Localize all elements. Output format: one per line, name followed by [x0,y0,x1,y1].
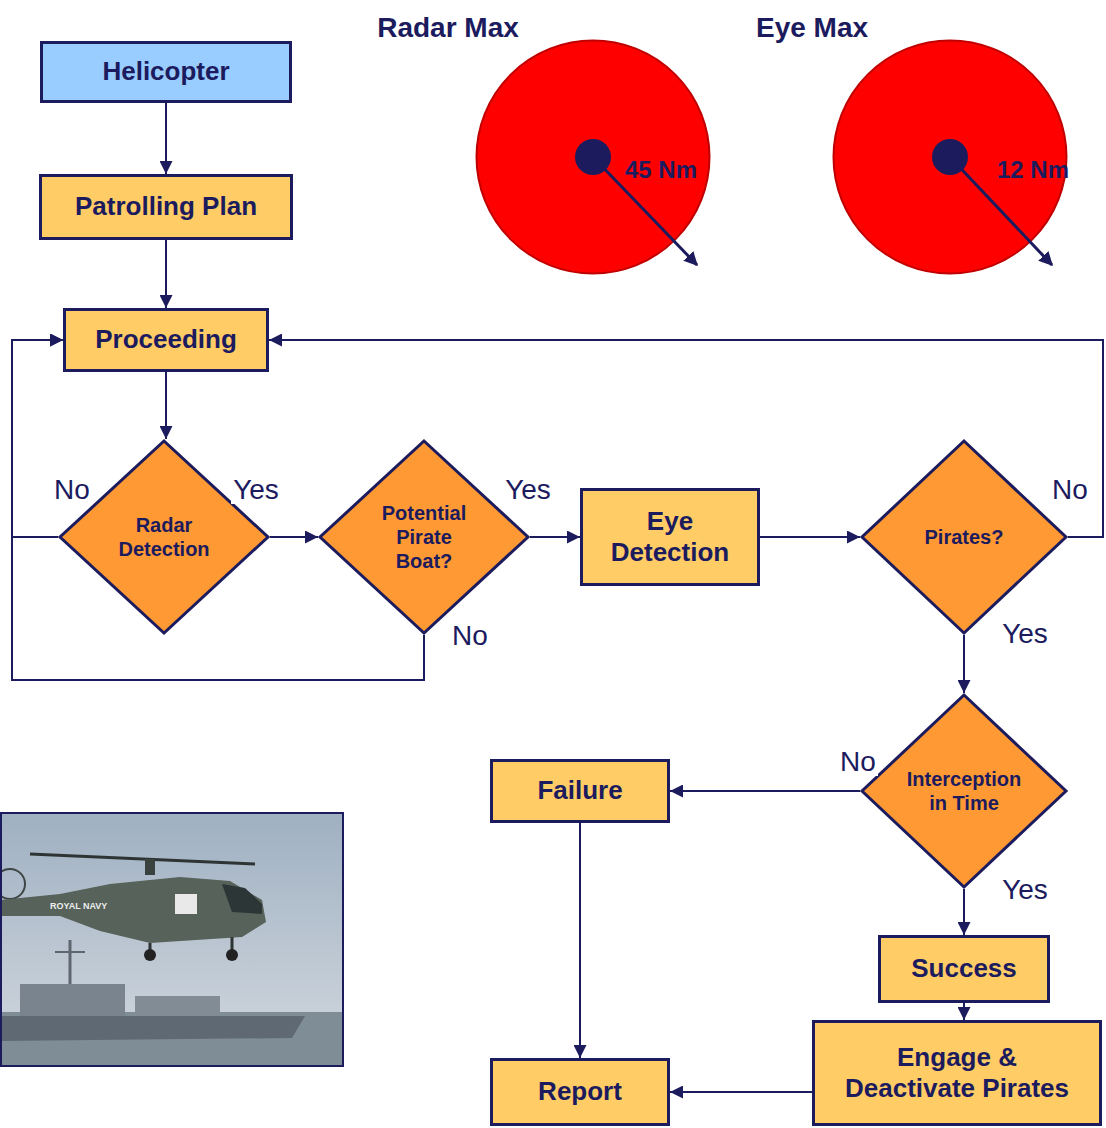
diamond-shape [862,695,1066,887]
flow-connector [165,103,167,174]
box-label: Report [538,1076,622,1107]
edge-label: No [838,748,878,776]
flow-connector [670,790,860,792]
flow-connector [670,1091,812,1093]
wheel [226,949,238,961]
text-stack: Patrolling Plan [75,191,257,222]
ship-mast [69,940,72,984]
text-stack: Potential Pirate Boat? [374,501,474,573]
edge-label: No [52,476,92,504]
flow-connector [963,635,965,693]
text-stack: Report [538,1076,622,1107]
photo-sky [0,812,344,1067]
flow-connector [12,340,63,537]
decision-diamond: Pirates? [860,439,1068,635]
diamond-shape [320,441,528,633]
decision-label: Radar Detection [109,513,219,561]
box-label: Engage & Deactivate Pirates [837,1042,1077,1104]
center-dot [932,139,968,175]
range-disk [477,41,710,274]
edge-label: Yes [1000,620,1050,648]
decision-diamond: Potential Pirate Boat? [318,439,530,635]
flow-connector [963,889,965,935]
box-label: Failure [537,775,622,806]
flow-connector [165,372,167,439]
flow-connector [760,536,860,538]
range-value: 45 Nm [625,158,697,182]
edge-label: Yes [1000,876,1050,904]
rotor-mast [145,859,155,875]
edge-label: No [1050,476,1090,504]
process-box: Report [490,1058,670,1126]
diamond-shape [60,441,268,633]
ship-hull [0,1016,305,1041]
circle-outline [832,39,1068,275]
flow-connector [165,240,167,308]
flow-connector [579,823,581,1058]
text-stack: Radar Detection [109,513,219,561]
range-circle: Radar Max45 Nm [475,39,711,275]
circle-heading: Eye Max [702,11,922,45]
edge-label: Yes [231,476,281,504]
process-box: Proceeding [63,308,269,372]
flow-connector [963,1003,965,1020]
radius-arrow [593,157,697,265]
text-stack: Success [911,953,1017,984]
photo-marking: ROYAL NAVY [50,902,107,911]
ship-yard [55,951,85,953]
text-stack: Helicopter [102,56,229,87]
process-box: Patrolling Plan [39,174,293,240]
edge-label: No [450,622,490,650]
text-stack: Pirates? [925,525,1004,549]
decision-label: Interception in Time [899,767,1029,815]
circle-outline [475,39,711,275]
process-box: Success [878,935,1050,1003]
box-label: Success [911,953,1017,984]
helicopter-body [0,877,266,943]
range-circle: Eye Max12 Nm [832,39,1068,275]
decision-label: Pirates? [925,525,1004,549]
text-stack: Eye Detection [595,506,745,568]
text-stack: Proceeding [95,324,237,355]
process-box: Engage & Deactivate Pirates [812,1020,1102,1126]
decision-diamond: Radar Detection [58,439,270,635]
text-stack: Engage & Deactivate Pirates [837,1042,1077,1104]
tail-rotor [0,869,25,899]
ship-superstructure [20,984,125,1017]
ship-deckhouse [135,996,220,1017]
diamond-shape [862,441,1066,633]
text-stack: Failure [537,775,622,806]
decision-label: Potential Pirate Boat? [374,501,474,573]
wheel [144,949,156,961]
text-stack: Interception in Time [899,767,1029,815]
box-label: Helicopter [102,56,229,87]
center-dot [575,139,611,175]
photo-frame [1,813,343,1066]
flow-connector [530,536,580,538]
process-box: Failure [490,759,670,823]
circle-heading: Radar Max [338,11,558,45]
decision-diamond: Interception in Time [860,693,1068,889]
start-box: Helicopter [40,41,292,103]
cockpit-window [222,884,262,914]
diamond-outline [58,439,270,635]
door-panel [175,894,197,914]
box-label: Eye Detection [595,506,745,568]
edge-label: Yes [503,476,553,504]
box-label: Proceeding [95,324,237,355]
flow-connector [270,536,318,538]
process-box: Eye Detection [580,488,760,586]
photo-sea [0,1012,344,1067]
range-disk [834,41,1067,274]
rotor-blade [30,854,255,864]
diamond-outline [860,693,1068,889]
box-label: Patrolling Plan [75,191,257,222]
range-value: 12 Nm [997,158,1069,182]
